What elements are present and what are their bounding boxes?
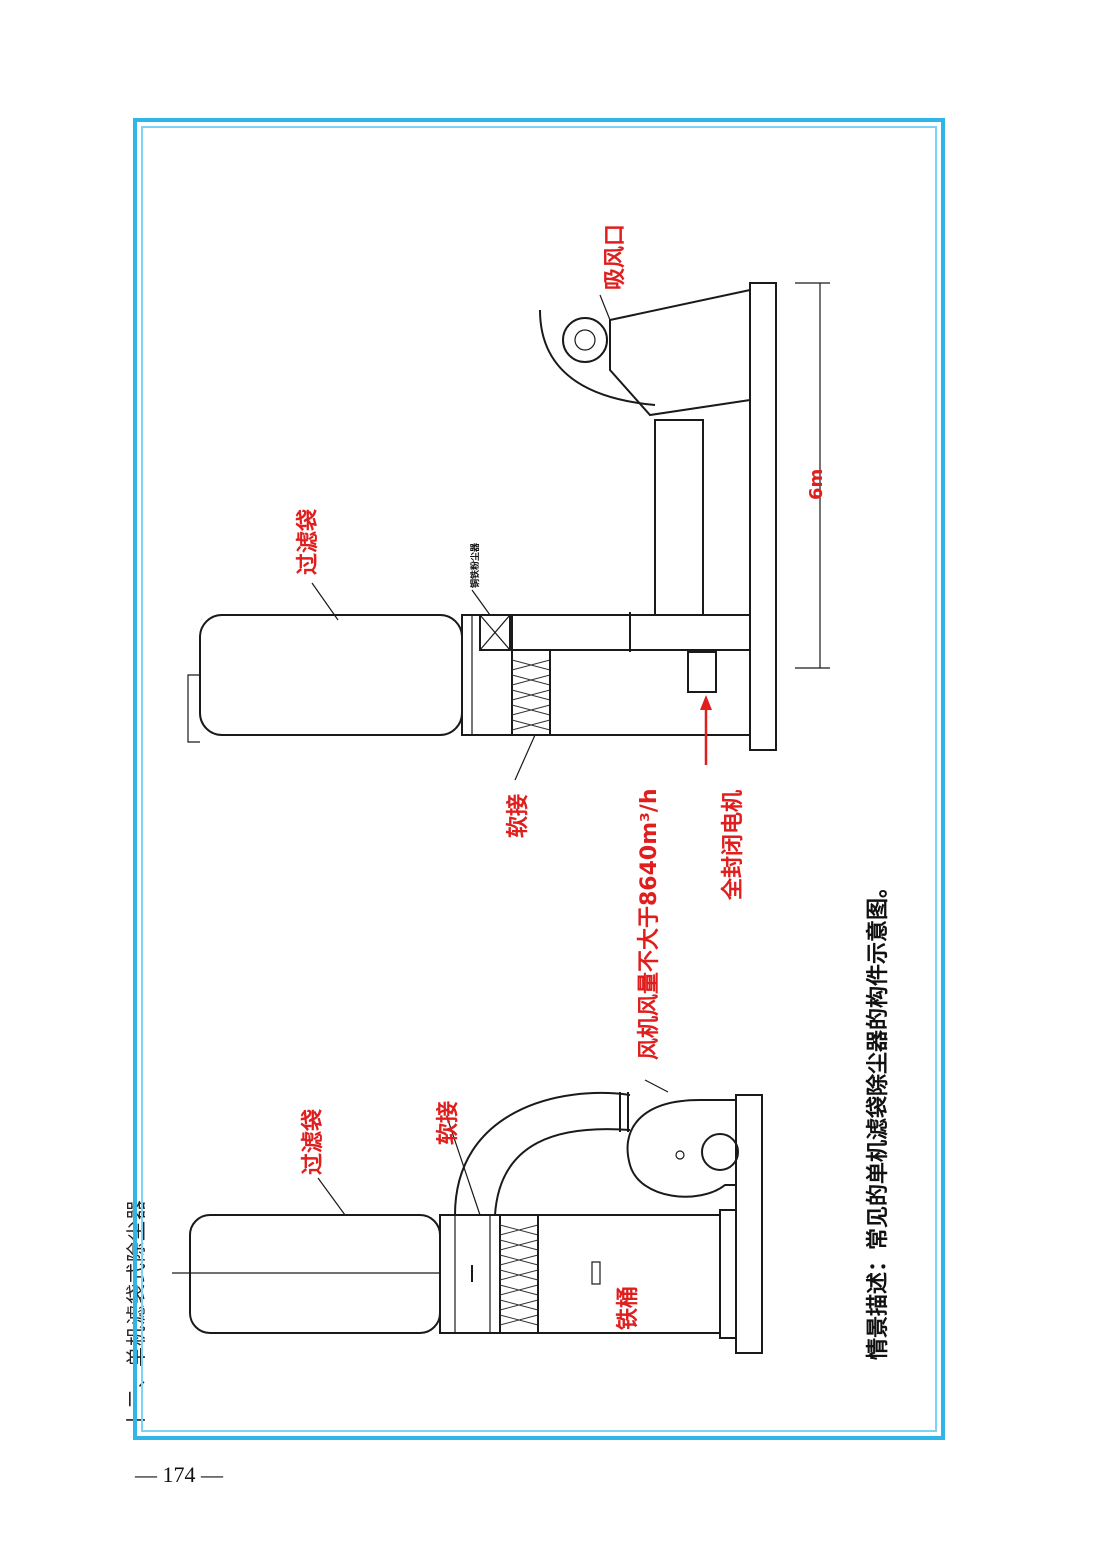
label-soft-joint-right: 软接: [505, 794, 531, 838]
left-unit-drawing: [172, 1079, 763, 1354]
label-iron-bucket: 铁桶: [615, 1286, 641, 1330]
soft-joint-left-shape: [499, 1214, 539, 1334]
filter-bag-right-shape: [199, 614, 463, 736]
page-number: — 174 —: [135, 1462, 223, 1487]
label-small-note: 铜铁粉尘器: [469, 542, 481, 588]
label-fan-airflow: 风机风量不大于8640m³/h: [637, 789, 662, 1061]
suction-hood-shape: [609, 288, 751, 417]
label-soft-joint-left: 软接: [435, 1101, 461, 1145]
label-sealed-motor: 全封闭电机: [720, 790, 746, 901]
soft-joint-right-shape: [511, 649, 551, 736]
label-suction-inlet: 吸风口: [603, 224, 628, 290]
filter-bag-left-shape: [189, 1214, 441, 1334]
figure-caption: 情景描述：常见的单机滤袋除尘器的构件示意图。: [865, 876, 891, 1360]
label-filter-bag-right: 过滤袋: [295, 508, 321, 575]
figure-frame: [133, 118, 945, 1440]
label-dimension: 6m: [806, 469, 827, 500]
right-unit-drawing: [187, 282, 830, 781]
label-filter-bag-left: 过滤袋: [300, 1108, 326, 1175]
sealed-motor-shape: [687, 651, 717, 693]
iron-bucket-shape: [537, 1214, 721, 1334]
